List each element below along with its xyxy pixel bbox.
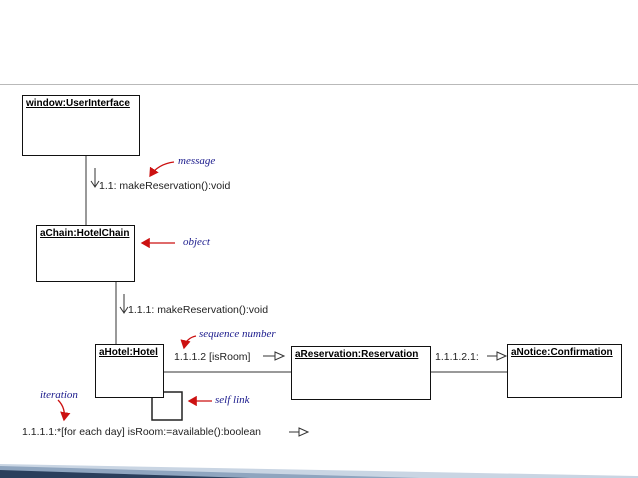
object-achain-hotelchain: aChain:HotelChain	[36, 225, 135, 282]
header-divider	[0, 84, 638, 85]
message-arrow-3	[263, 351, 286, 361]
message-label-5: 1.1.1.1:*[for each day] isRoom:=availabl…	[22, 426, 262, 438]
object-window-userinterface: window:UserInterface	[22, 95, 140, 156]
message-arrow-5	[289, 427, 310, 437]
footer-decoration	[0, 464, 638, 478]
message-arrow-4	[487, 351, 508, 361]
message-arrow-1	[90, 168, 100, 188]
annotation-sequence-number: sequence number	[199, 328, 276, 340]
object-ahotel-hotel: aHotel:Hotel	[95, 344, 164, 398]
annotation-iteration: iteration	[40, 389, 78, 401]
object-chain-label: aChain:HotelChain	[40, 228, 130, 239]
annotation-message: message	[178, 155, 216, 167]
self-link	[151, 391, 183, 421]
annotation-self-link: self link	[215, 394, 250, 406]
message-label-3: 1.1.1.2 [isRoom]	[174, 351, 251, 363]
annotation-arrow-sequence	[180, 335, 197, 350]
object-areservation-reservation: aReservation:Reservation	[291, 346, 431, 400]
message-label-2: 1.1.1: makeReservation():void	[128, 304, 269, 316]
message-label-1: 1.1: makeReservation():void	[99, 180, 231, 192]
object-notice-label: aNotice:Confirmation	[511, 347, 613, 358]
object-reservation-label: aReservation:Reservation	[295, 349, 419, 360]
annotation-arrow-message	[149, 161, 175, 178]
object-anotice-confirmation: aNotice:Confirmation	[507, 344, 622, 398]
object-hotel-label: aHotel:Hotel	[99, 347, 158, 358]
object-window-label: window:UserInterface	[26, 98, 130, 109]
message-label-4: 1.1.1.2.1:	[435, 351, 479, 363]
annotation-arrow-iteration	[57, 399, 71, 422]
message-arrow-2	[119, 294, 129, 314]
annotation-object: object	[183, 236, 210, 248]
